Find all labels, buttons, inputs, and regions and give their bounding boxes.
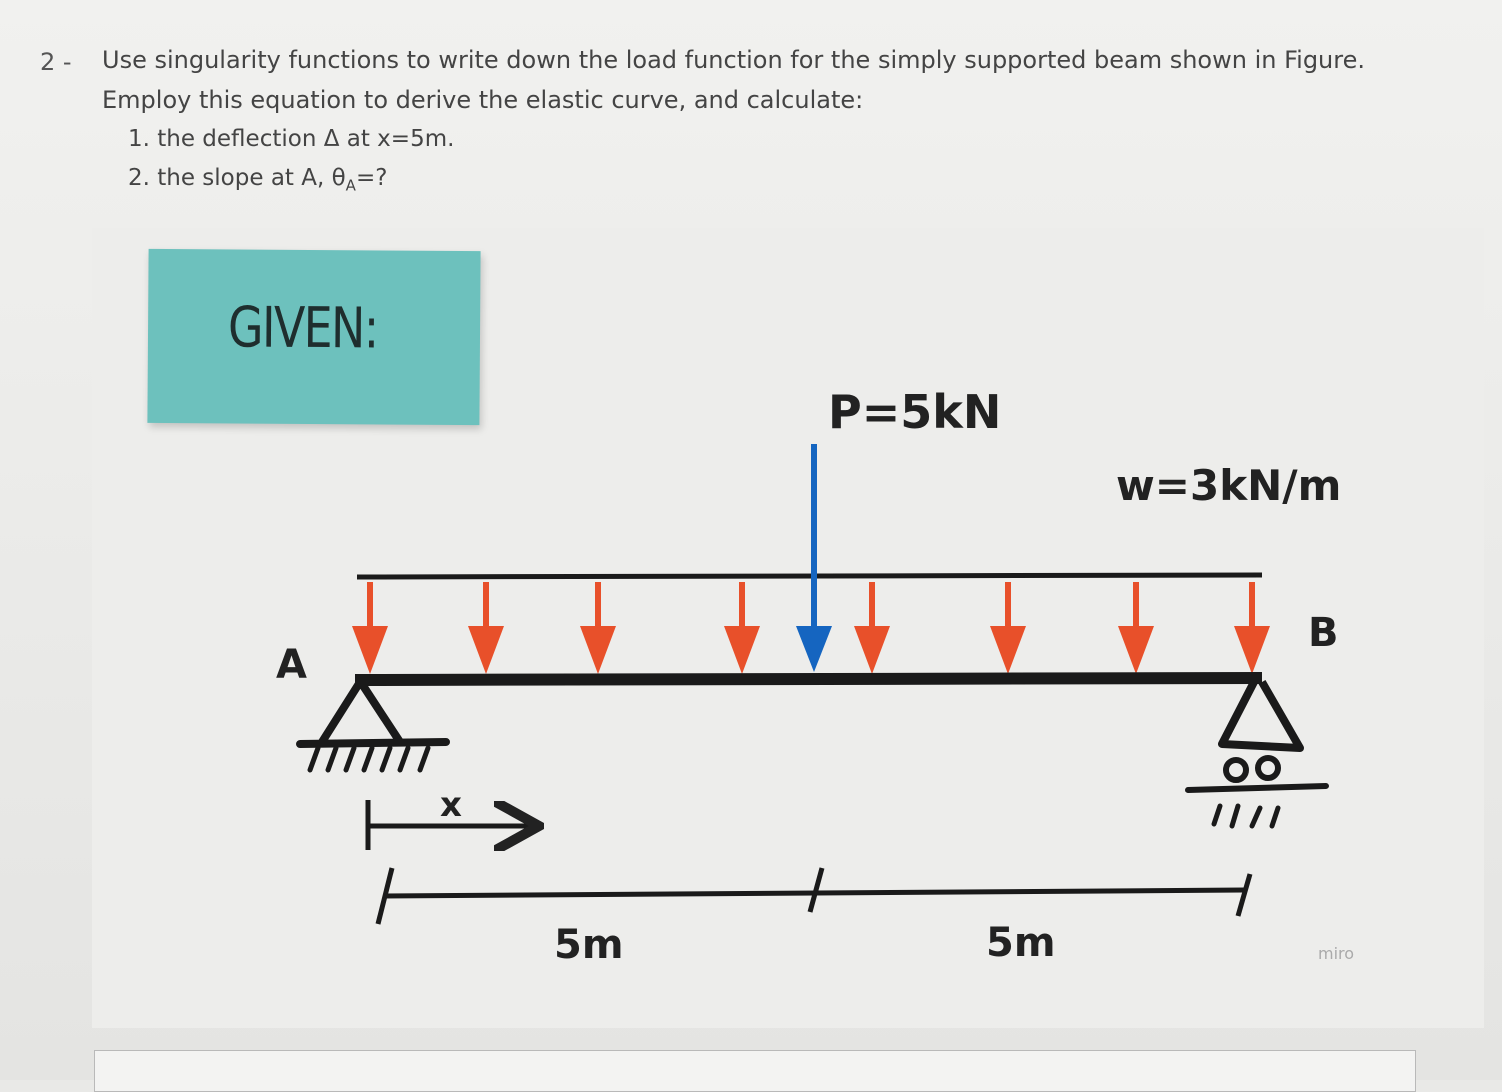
question-item-1: 1. the deflection Δ at x=5m. bbox=[128, 126, 455, 152]
udl-arrow bbox=[990, 582, 1026, 674]
beam bbox=[354, 672, 1263, 686]
question-item-2-subscript: A bbox=[345, 176, 356, 195]
span-left-label: 5m bbox=[554, 922, 624, 968]
question-item-2-text: 2. the slope at A, θ bbox=[128, 165, 346, 191]
udl-arrow bbox=[724, 582, 760, 674]
udl-arrow bbox=[1234, 582, 1270, 674]
question-text-line-1: Use singularity functions to write down … bbox=[102, 46, 1365, 74]
question-number: 2 - bbox=[40, 48, 72, 76]
roller-support-b bbox=[1185, 680, 1329, 829]
point-load-label: P=5kN bbox=[828, 385, 1001, 439]
miro-watermark: miro bbox=[1318, 944, 1355, 963]
support-b-label: B bbox=[1308, 610, 1339, 656]
pin-support-a bbox=[296, 678, 450, 773]
answer-input[interactable] bbox=[94, 1050, 1416, 1092]
question-text-line-2: Employ this equation to derive the elast… bbox=[102, 86, 864, 114]
udl-top-line bbox=[356, 572, 1263, 580]
udl-arrow bbox=[580, 582, 616, 674]
support-a-label: A bbox=[276, 642, 307, 688]
dimension-line bbox=[375, 867, 1253, 925]
x-label: x bbox=[440, 785, 462, 825]
span-right-label: 5m bbox=[986, 920, 1056, 966]
x-axis-arrow bbox=[365, 800, 534, 850]
udl-arrow bbox=[1118, 582, 1154, 674]
question-item-2: 2. the slope at A, θA=? bbox=[128, 165, 387, 195]
udl-arrow bbox=[468, 582, 504, 674]
distributed-load-label: w=3kN/m bbox=[1116, 461, 1341, 510]
udl-arrow bbox=[854, 582, 890, 674]
point-load-arrow bbox=[796, 444, 832, 672]
question-item-2-suffix: =? bbox=[355, 165, 388, 191]
udl-arrows bbox=[352, 582, 1270, 674]
udl-arrow bbox=[352, 582, 388, 674]
